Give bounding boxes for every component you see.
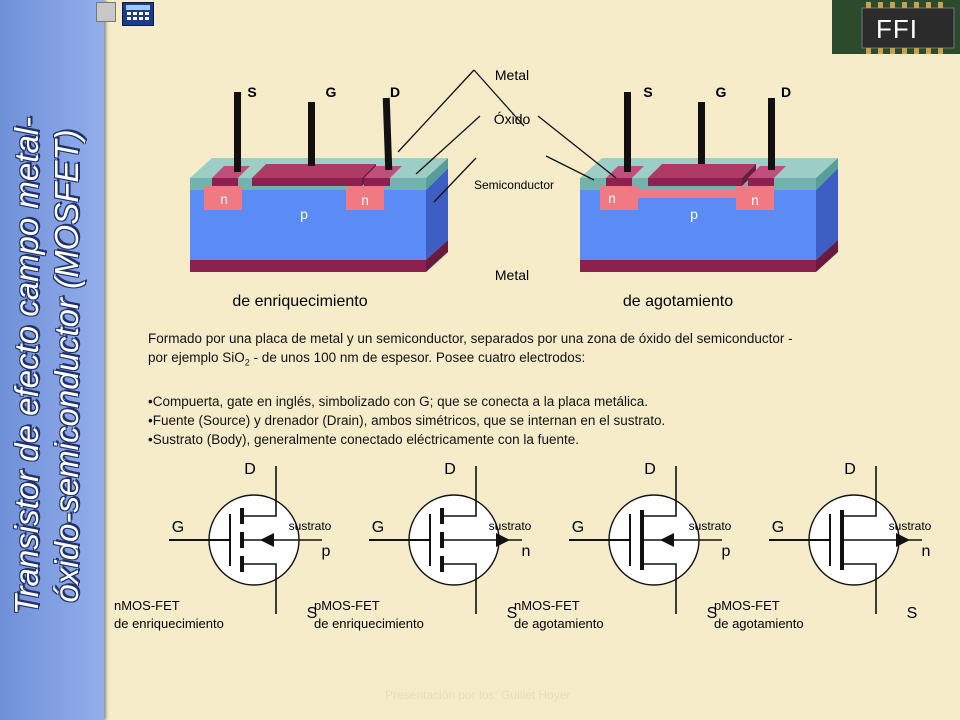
label-d-left: D xyxy=(390,84,400,100)
drain-terminal-right xyxy=(768,98,775,170)
n-channel-right xyxy=(634,190,740,198)
list-item: •Sustrato (Body), generalmente conectado… xyxy=(148,431,579,447)
electrode-list: •Compuerta, gate en inglés, simbolizado … xyxy=(148,392,928,449)
sidebar: Transistor de efecto campo metal- óxido-… xyxy=(0,0,104,720)
label-n-right-source: n xyxy=(608,190,616,206)
page-title: Transistor de efecto campo metal- óxido-… xyxy=(7,46,103,686)
depletion-structure: S G D n n p xyxy=(580,84,838,272)
ffi-logo: FFI xyxy=(832,0,960,54)
n-region-left-drain xyxy=(346,186,384,210)
description-line-2: por ejemplo SiO2 - de unos 100 nm de esp… xyxy=(148,350,586,368)
description: Formado por una placa de metal y un semi… xyxy=(148,329,928,449)
title-line-1: Transistor de efecto campo metal- xyxy=(8,116,45,616)
label-g: G xyxy=(572,519,584,536)
caption-depletion: de agotamiento xyxy=(623,293,733,310)
n-region-right-drain xyxy=(736,186,774,210)
source-terminal-left xyxy=(234,92,241,172)
label-symbol-mode: de agotamiento xyxy=(714,616,804,631)
source-lead xyxy=(442,563,477,614)
label-d-right: D xyxy=(781,84,791,100)
drain-lead xyxy=(442,466,477,517)
enhancement-structure: S G D n n p xyxy=(190,84,448,272)
drain-lead xyxy=(242,466,277,517)
label-sustrato: sustrato xyxy=(289,519,332,533)
label-g: G xyxy=(372,519,384,536)
label-d: D xyxy=(444,461,456,478)
list-item: •Fuente (Source) y drenador (Drain), amb… xyxy=(148,412,666,428)
drain-lead xyxy=(842,466,877,517)
label-metal-bottom: Metal xyxy=(495,267,529,283)
label-s: S xyxy=(707,605,718,622)
label-symbol-name: pMOS-FET xyxy=(314,598,380,613)
substrate-arrow xyxy=(896,533,910,547)
leader-lines xyxy=(397,69,617,203)
mosfet-structure-diagram: S G D n n p S G D n n p xyxy=(190,67,838,310)
source-terminal-right xyxy=(624,92,631,172)
gate-metal-left xyxy=(252,178,362,186)
label-semiconductor: Semiconductor xyxy=(474,178,554,192)
label-d: D xyxy=(844,461,856,478)
label-d: D xyxy=(244,461,256,478)
label-substrate-type: n xyxy=(922,543,931,560)
gate-terminal-left xyxy=(308,102,315,166)
label-s: S xyxy=(907,605,918,622)
label-symbol-mode: de agotamiento xyxy=(514,616,604,631)
label-g-left: G xyxy=(326,84,337,100)
label-g: G xyxy=(772,519,784,536)
label-symbol-mode: de enriquecimiento xyxy=(314,616,424,631)
label-g-right: G xyxy=(716,84,727,100)
label-n-right-drain: n xyxy=(751,192,759,208)
label-p-right: p xyxy=(690,206,698,222)
logo-text: FFI xyxy=(876,14,918,44)
label-d: D xyxy=(644,461,656,478)
label-substrate-type: p xyxy=(322,543,331,560)
label-s: S xyxy=(307,605,318,622)
nav-back-icon[interactable] xyxy=(96,2,116,22)
title-line-2: óxido-semiconductor (MOSFET) xyxy=(48,129,85,603)
label-sustrato: sustrato xyxy=(689,519,732,533)
label-symbol-name: pMOS-FET xyxy=(714,598,780,613)
substrate-arrow xyxy=(660,533,674,547)
label-substrate-type: n xyxy=(522,543,531,560)
source-lead xyxy=(242,563,277,614)
label-symbol-name: nMOS-FET xyxy=(514,598,580,613)
drain-lead xyxy=(642,466,677,517)
bottom-metal-left xyxy=(190,260,426,272)
label-p-left: p xyxy=(300,206,308,222)
label-substrate-type: p xyxy=(722,543,731,560)
label-sustrato: sustrato xyxy=(889,519,932,533)
source-lead xyxy=(842,563,877,614)
label-symbol-name: nMOS-FET xyxy=(114,598,180,613)
label-n-left-drain: n xyxy=(361,192,369,208)
label-s: S xyxy=(507,605,518,622)
drain-terminal-left xyxy=(382,97,393,171)
description-line-1: Formado por una placa de metal y un semi… xyxy=(148,331,793,346)
label-sustrato: sustrato xyxy=(489,519,532,533)
bottom-metal-right xyxy=(580,260,816,272)
label-s-right: S xyxy=(643,84,652,100)
label-s-left: S xyxy=(247,84,256,100)
substrate-arrow xyxy=(496,533,510,547)
calculator-icon[interactable] xyxy=(122,2,154,26)
footer-watermark: Presentación por los: Guillet Hoyer xyxy=(385,688,571,702)
caption-enhancement: de enriquecimiento xyxy=(232,293,367,310)
list-item: •Compuerta, gate en inglés, simbolizado … xyxy=(148,393,649,409)
label-metal-top: Metal xyxy=(495,67,529,83)
label-oxide: Óxido xyxy=(494,111,531,127)
label-g: G xyxy=(172,519,184,536)
n-region-left-source xyxy=(204,186,242,210)
label-n-left-source: n xyxy=(220,191,228,207)
substrate-arrow xyxy=(260,533,274,547)
n-region-right-source xyxy=(600,186,638,210)
gate-terminal-right xyxy=(698,102,705,164)
source-lead xyxy=(642,563,677,614)
gate-metal-right xyxy=(648,178,742,186)
label-symbol-mode: de enriquecimiento xyxy=(114,616,224,631)
